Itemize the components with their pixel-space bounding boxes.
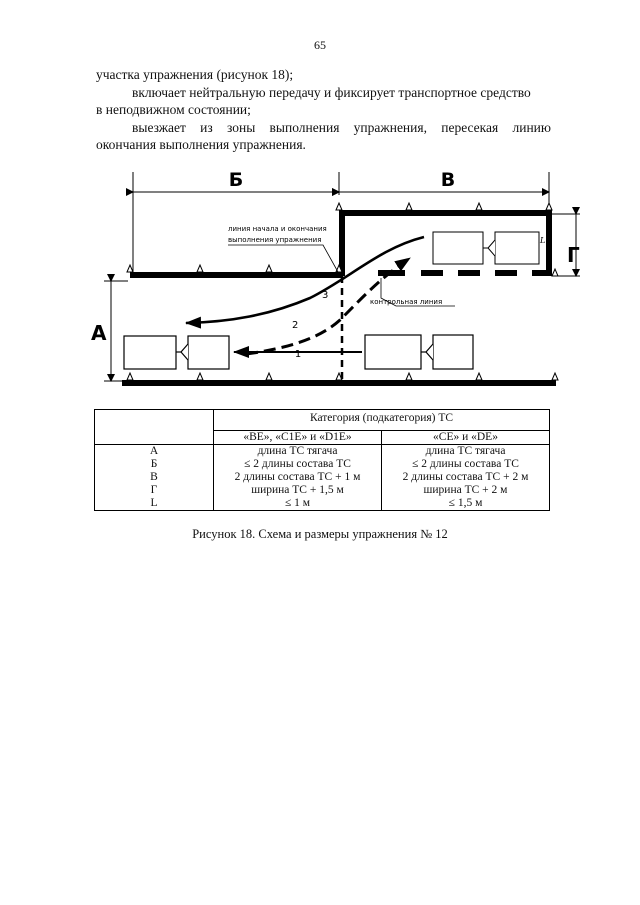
dimension-b: Б [126, 169, 340, 274]
svg-text:3: 3 [322, 290, 328, 301]
table-header-col1: «BE», «C1E» и «D1E» [213, 430, 382, 445]
paragraph-3-line-1: выезжает из зоны выполнения упражнения, … [132, 120, 551, 135]
label-g: Г [567, 243, 580, 267]
table-col2-values: длина ТС тягача ≤ 2 длины состава ТС 2 д… [381, 444, 550, 511]
table-body: А Б В Г L длина ТС тягача ≤ 2 длины сост… [94, 444, 550, 511]
exercise-diagram: Б В Г [91, 169, 580, 386]
paragraph-1: участка упражнения (рисунок 18); [96, 67, 294, 82]
vehicle-approaching [364, 334, 474, 370]
dimension-g: Г [552, 207, 580, 277]
table-col1-values: длина ТС тягача ≤ 2 длины состава ТС 2 д… [213, 444, 382, 511]
table-header-category: Категория (подкатегория) ТС [213, 409, 550, 431]
svg-text:линия начала и окончания: линия начала и окончания [228, 225, 327, 233]
label-a: А [91, 321, 107, 345]
svg-text:выполнения упражнения: выполнения упражнения [228, 236, 321, 244]
vehicle-parked [432, 231, 540, 265]
path-3: 3 [185, 235, 425, 329]
page-number: 65 [314, 38, 326, 52]
svg-text:1: 1 [295, 349, 301, 360]
table-params: А Б В Г L [94, 444, 214, 511]
control-line-label: контрольная линия [370, 278, 455, 307]
dimensions-table: Категория (подкатегория) ТС «BE», «C1E» … [94, 409, 550, 511]
dimension-v: В [332, 169, 550, 206]
svg-text:2: 2 [292, 320, 298, 331]
control-line [378, 270, 546, 276]
label-v: В [441, 169, 455, 191]
path-2: 2 [245, 256, 411, 356]
table-corner-cell [94, 409, 214, 445]
label-l: L [539, 236, 545, 245]
figure-caption: Рисунок 18. Схема и размеры упражнения №… [192, 527, 448, 541]
paragraph-2-line-1: включает нейтральную передачу и фиксируе… [132, 85, 531, 100]
start-line-label: линия начала и окончания выполнения упра… [228, 225, 339, 273]
dimension-a: А [91, 274, 128, 382]
paragraph-3-line-2: окончания выполнения упражнения. [96, 137, 306, 152]
table-header-col2: «CE» и «DE» [381, 430, 550, 445]
svg-text:контрольная линия: контрольная линия [370, 298, 442, 306]
vehicle-start [123, 335, 230, 370]
paragraph-2-line-2: в неподвижном состоянии; [96, 102, 251, 117]
zone-boundaries [122, 210, 556, 386]
label-b: Б [229, 169, 243, 191]
